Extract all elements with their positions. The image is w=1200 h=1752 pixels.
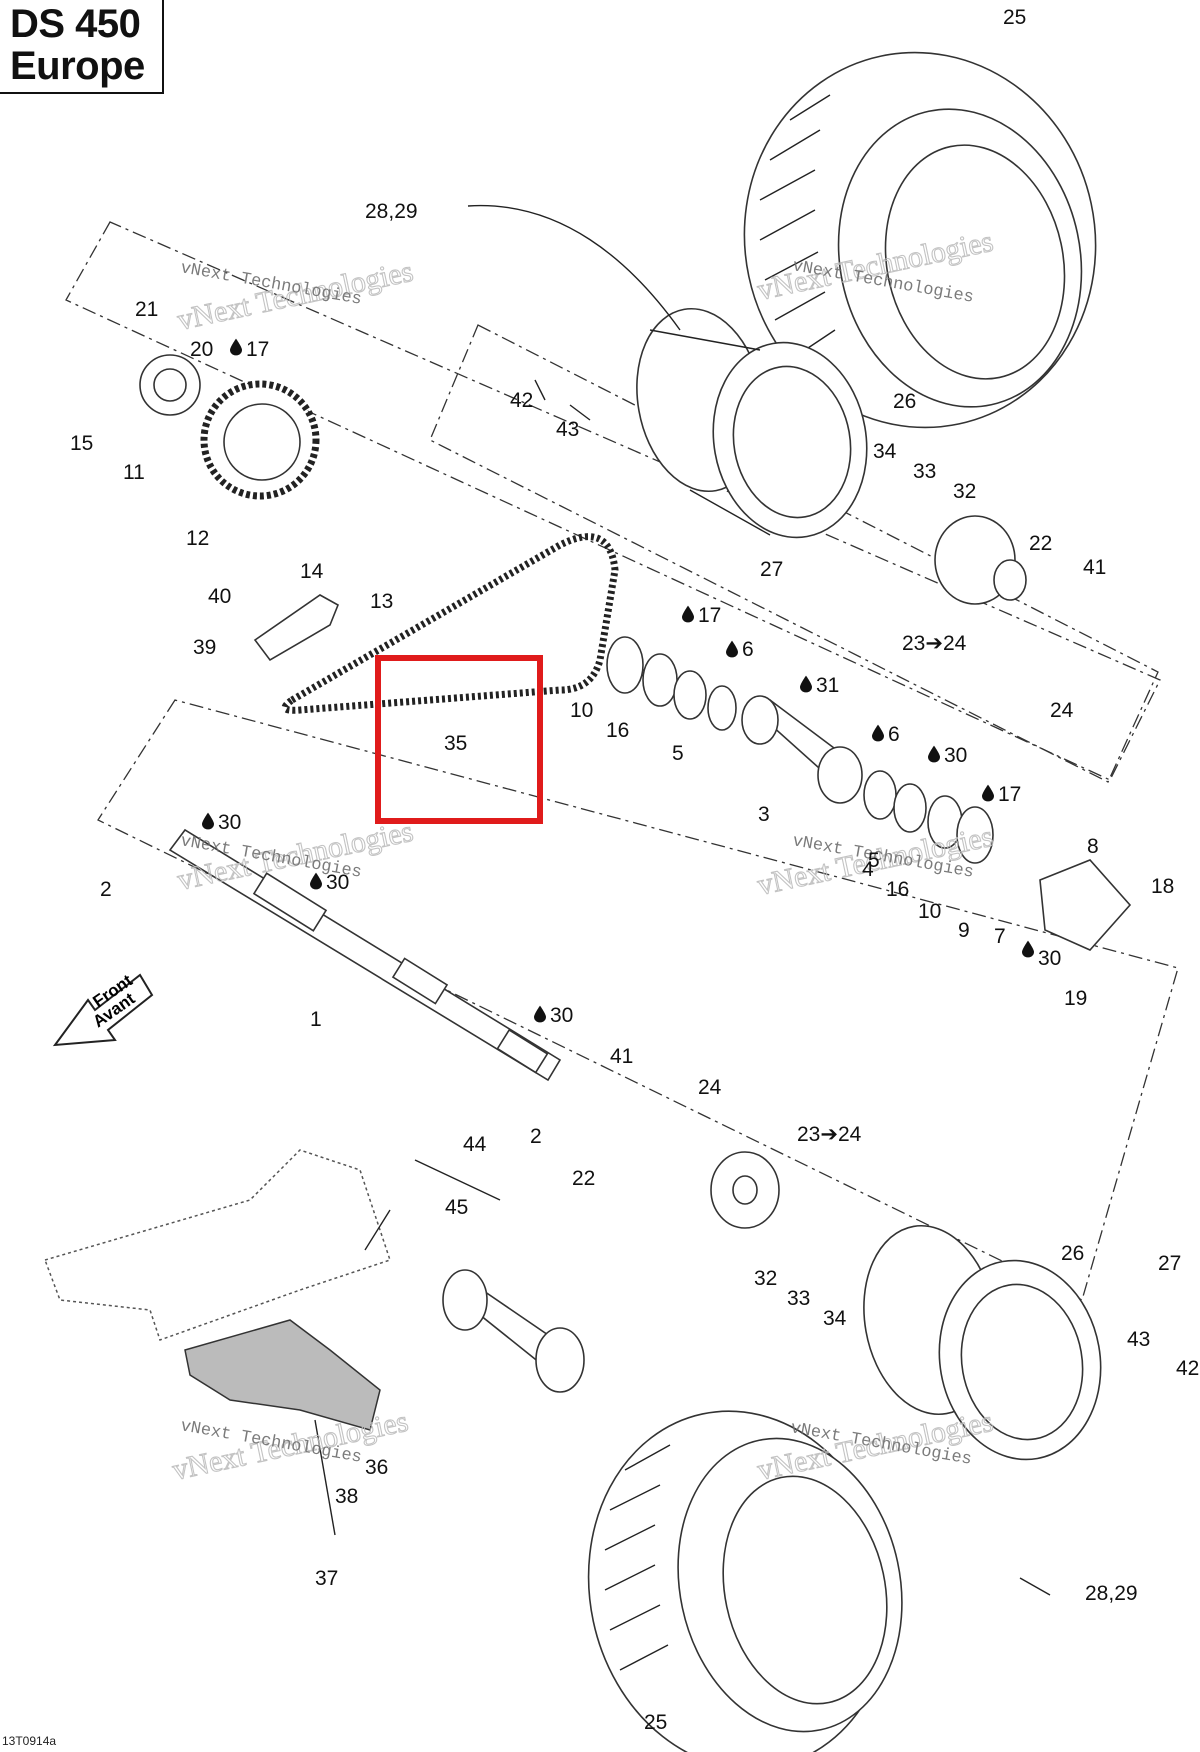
callout-17-a: 17	[246, 338, 269, 361]
tire-lower	[587, 1410, 903, 1752]
caliper-bracket	[1039, 859, 1132, 951]
wheel-hub-lower	[710, 1151, 780, 1229]
callout-42-upper: 42	[510, 389, 533, 412]
callout-14: 14	[300, 560, 324, 583]
callout-10-upper: 10	[570, 699, 593, 722]
callout-30-c: 30	[326, 871, 349, 894]
callout-30-d: 30	[1038, 947, 1061, 970]
callout-6-b: 6	[888, 723, 900, 746]
callout-30-b: 30	[218, 811, 241, 834]
callout-2-lower: 2	[530, 1125, 542, 1148]
callout-18: 18	[1151, 875, 1174, 898]
callout-40: 40	[208, 585, 231, 608]
callout-27-lower: 27	[1158, 1252, 1181, 1275]
callout-41-lower: 41	[610, 1045, 633, 1068]
callout-5-lower: 5	[868, 849, 880, 872]
swing-arm	[44, 1149, 391, 1341]
callout-39: 39	[193, 636, 216, 659]
wheel-hub-upper	[934, 515, 1027, 605]
callout-45: 45	[445, 1196, 468, 1219]
callout-31: 31	[816, 674, 839, 697]
model-title-box: DS 450 Europe	[0, 0, 164, 94]
bearing-carrier	[442, 1269, 585, 1393]
callout-37: 37	[315, 1567, 338, 1590]
sprocket	[200, 380, 320, 500]
front-direction-arrow: Front Avant	[52, 971, 154, 1047]
callout-33-upper: 33	[913, 460, 936, 483]
axle	[168, 828, 562, 1082]
drawing-code: 13T0914a	[2, 1734, 57, 1748]
callout-24-upper: 24	[1050, 699, 1074, 722]
callout-9: 9	[958, 919, 970, 942]
callout-30-a: 30	[944, 744, 967, 767]
callout-28-29-upper: 28,29	[365, 200, 418, 223]
callout-13: 13	[370, 590, 393, 613]
callout-32-upper: 32	[953, 480, 976, 503]
callout-36: 36	[365, 1456, 388, 1479]
callout-8: 8	[1087, 835, 1099, 858]
swing-arm-guard	[184, 1319, 381, 1431]
callout-42-lower: 42	[1176, 1357, 1199, 1380]
callout-15: 15	[70, 432, 93, 455]
callout-34-lower: 34	[823, 1307, 847, 1330]
lower-assembly-outline	[97, 699, 1179, 1301]
callout-25-upper: 25	[1003, 6, 1026, 29]
callout-12: 12	[186, 527, 209, 550]
rim-upper	[636, 307, 868, 539]
tire-upper	[743, 51, 1097, 429]
chain-guide	[253, 594, 340, 662]
callout-labels: 25 28,29 21 20 17 42 43 26 15 11 34 33 3…	[70, 6, 1199, 1734]
callout-23-24-lower: 23➔24	[797, 1123, 862, 1146]
callout-28-29-lower: 28,29	[1085, 1582, 1138, 1605]
hub-flange	[139, 354, 201, 416]
highlight-box-part-35	[375, 655, 543, 824]
leader-lines	[314, 204, 1051, 1596]
model-name: DS 450	[10, 2, 141, 46]
callout-16-lower: 16	[886, 878, 909, 901]
callout-32-lower: 32	[754, 1267, 777, 1290]
callout-23-24-upper: 23➔24	[902, 632, 967, 655]
callout-38: 38	[335, 1485, 358, 1508]
drive-chain	[281, 533, 619, 714]
callout-17-c: 17	[998, 783, 1021, 806]
callout-41-upper: 41	[1083, 556, 1106, 579]
callout-35: 35	[444, 732, 467, 755]
callout-11: 11	[123, 461, 145, 484]
callout-26-lower: 26	[1061, 1242, 1084, 1265]
callout-10-lower: 10	[918, 900, 941, 923]
rim-lower	[863, 1224, 1102, 1461]
callout-43-lower: 43	[1127, 1328, 1150, 1351]
callout-16-upper: 16	[606, 719, 629, 742]
callout-5-upper: 5	[672, 742, 684, 765]
callout-24-lower: 24	[698, 1076, 722, 1099]
callout-17-b: 17	[698, 604, 721, 627]
seal-bearing-stack-upper	[606, 636, 737, 731]
callout-2-upper: 2	[100, 878, 112, 901]
callout-25-lower: 25	[644, 1711, 667, 1734]
bearing-housing	[741, 695, 863, 804]
callout-22-lower: 22	[572, 1167, 595, 1190]
callout-6-a: 6	[742, 638, 754, 661]
callout-27-upper: 27	[760, 558, 783, 581]
callout-30-e: 30	[550, 1004, 573, 1027]
callout-33-lower: 33	[787, 1287, 810, 1310]
callout-21: 21	[135, 298, 158, 321]
callout-3: 3	[758, 803, 770, 826]
seal-bearing-stack-lower	[863, 770, 994, 864]
callout-1: 1	[310, 1008, 322, 1031]
callout-43-upper: 43	[556, 418, 579, 441]
callout-4: 4	[862, 858, 874, 881]
callout-19: 19	[1064, 987, 1087, 1010]
callout-44: 44	[463, 1133, 487, 1156]
callout-26-upper: 26	[893, 390, 916, 413]
upper-right-outline	[429, 324, 1159, 783]
callout-22-upper: 22	[1029, 532, 1052, 555]
callout-7: 7	[994, 925, 1006, 948]
callout-34-upper: 34	[873, 440, 897, 463]
model-region: Europe	[10, 44, 145, 88]
callout-20: 20	[190, 338, 213, 361]
